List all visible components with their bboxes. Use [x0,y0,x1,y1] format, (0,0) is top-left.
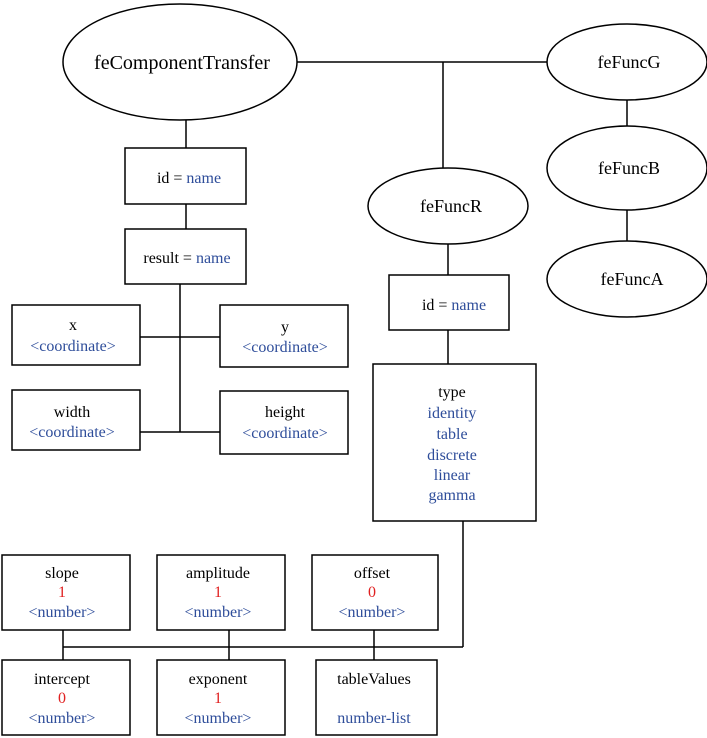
node-fecomponenttransfer: feComponentTransfer [62,3,298,121]
attr-default: 0 [58,690,66,707]
svg-text:id = name: id = name [422,297,486,314]
attr-label: width [54,404,90,421]
type-option-gamma: gamma [428,487,475,504]
attr-label: intercept [34,671,91,688]
attr-default: 1 [58,584,66,601]
node-label: feFuncG [598,52,661,72]
attr-label: type [438,384,466,401]
node-fefunca: feFuncA [546,240,707,318]
box-amplitude: amplitude 1 <number> [156,554,286,631]
attr-label: amplitude [186,565,250,582]
node-label: feComponentTransfer [94,52,270,74]
attr-label: result = [143,250,196,267]
svg-text:id = name: id = name [157,170,221,187]
box-x: x <coordinate> [11,304,141,366]
attr-label: offset [354,565,391,582]
box-offset: offset 0 <number> [311,554,439,631]
box-type: type identity table discrete linear gamm… [372,363,537,522]
attr-default: 1 [214,584,222,601]
box-y: y <coordinate> [219,304,349,368]
box-height: height <coordinate> [219,390,349,455]
connector-lines [62,61,628,660]
node-fefuncb: feFuncB [546,125,707,211]
box-slope: slope 1 <number> [1,554,131,631]
attr-label: slope [45,565,79,582]
attr-value: <number> [29,710,96,727]
svg-text:result = name: result = name [143,250,230,267]
box-tablevalues: tableValues number-list [315,659,438,736]
type-option-discrete: discrete [427,447,477,464]
attr-value: <number> [185,604,252,621]
attr-value: <number> [339,604,406,621]
node-fefuncr: feFuncR [367,167,529,245]
box-main-id: id = name [124,147,247,205]
type-option-linear: linear [434,467,471,484]
type-option-identity: identity [428,405,477,422]
attr-value: <coordinate> [30,338,116,355]
attr-default: 1 [214,690,222,707]
box-main-result: result = name [124,228,247,285]
attr-label: exponent [189,671,248,688]
attr-value: <coordinate> [242,425,328,442]
node-label: feFuncA [601,269,664,289]
box-intercept: intercept 0 <number> [1,659,131,736]
box-exponent: exponent 1 <number> [156,659,286,736]
attr-value: number-list [337,710,411,727]
attr-label: height [265,404,306,421]
attr-label: y [281,319,289,336]
attr-value: <coordinate> [242,339,328,356]
attr-value: name [451,297,486,314]
attr-label: id = [422,297,451,314]
node-fefuncg: feFuncG [546,23,707,101]
attr-label: tableValues [337,671,411,688]
attr-value: <number> [29,604,96,621]
node-label: feFuncB [598,158,660,178]
type-option-table: table [436,426,467,443]
attr-value: <coordinate> [29,424,115,441]
attr-label: x [69,317,77,334]
attr-default: 0 [368,584,376,601]
attr-label: id = [157,170,186,187]
attr-value: name [196,250,231,267]
attr-value: name [186,170,221,187]
attr-value: <number> [185,710,252,727]
box-width: width <coordinate> [11,389,141,451]
box-fefuncr-id: id = name [388,274,510,331]
node-label: feFuncR [420,196,482,216]
